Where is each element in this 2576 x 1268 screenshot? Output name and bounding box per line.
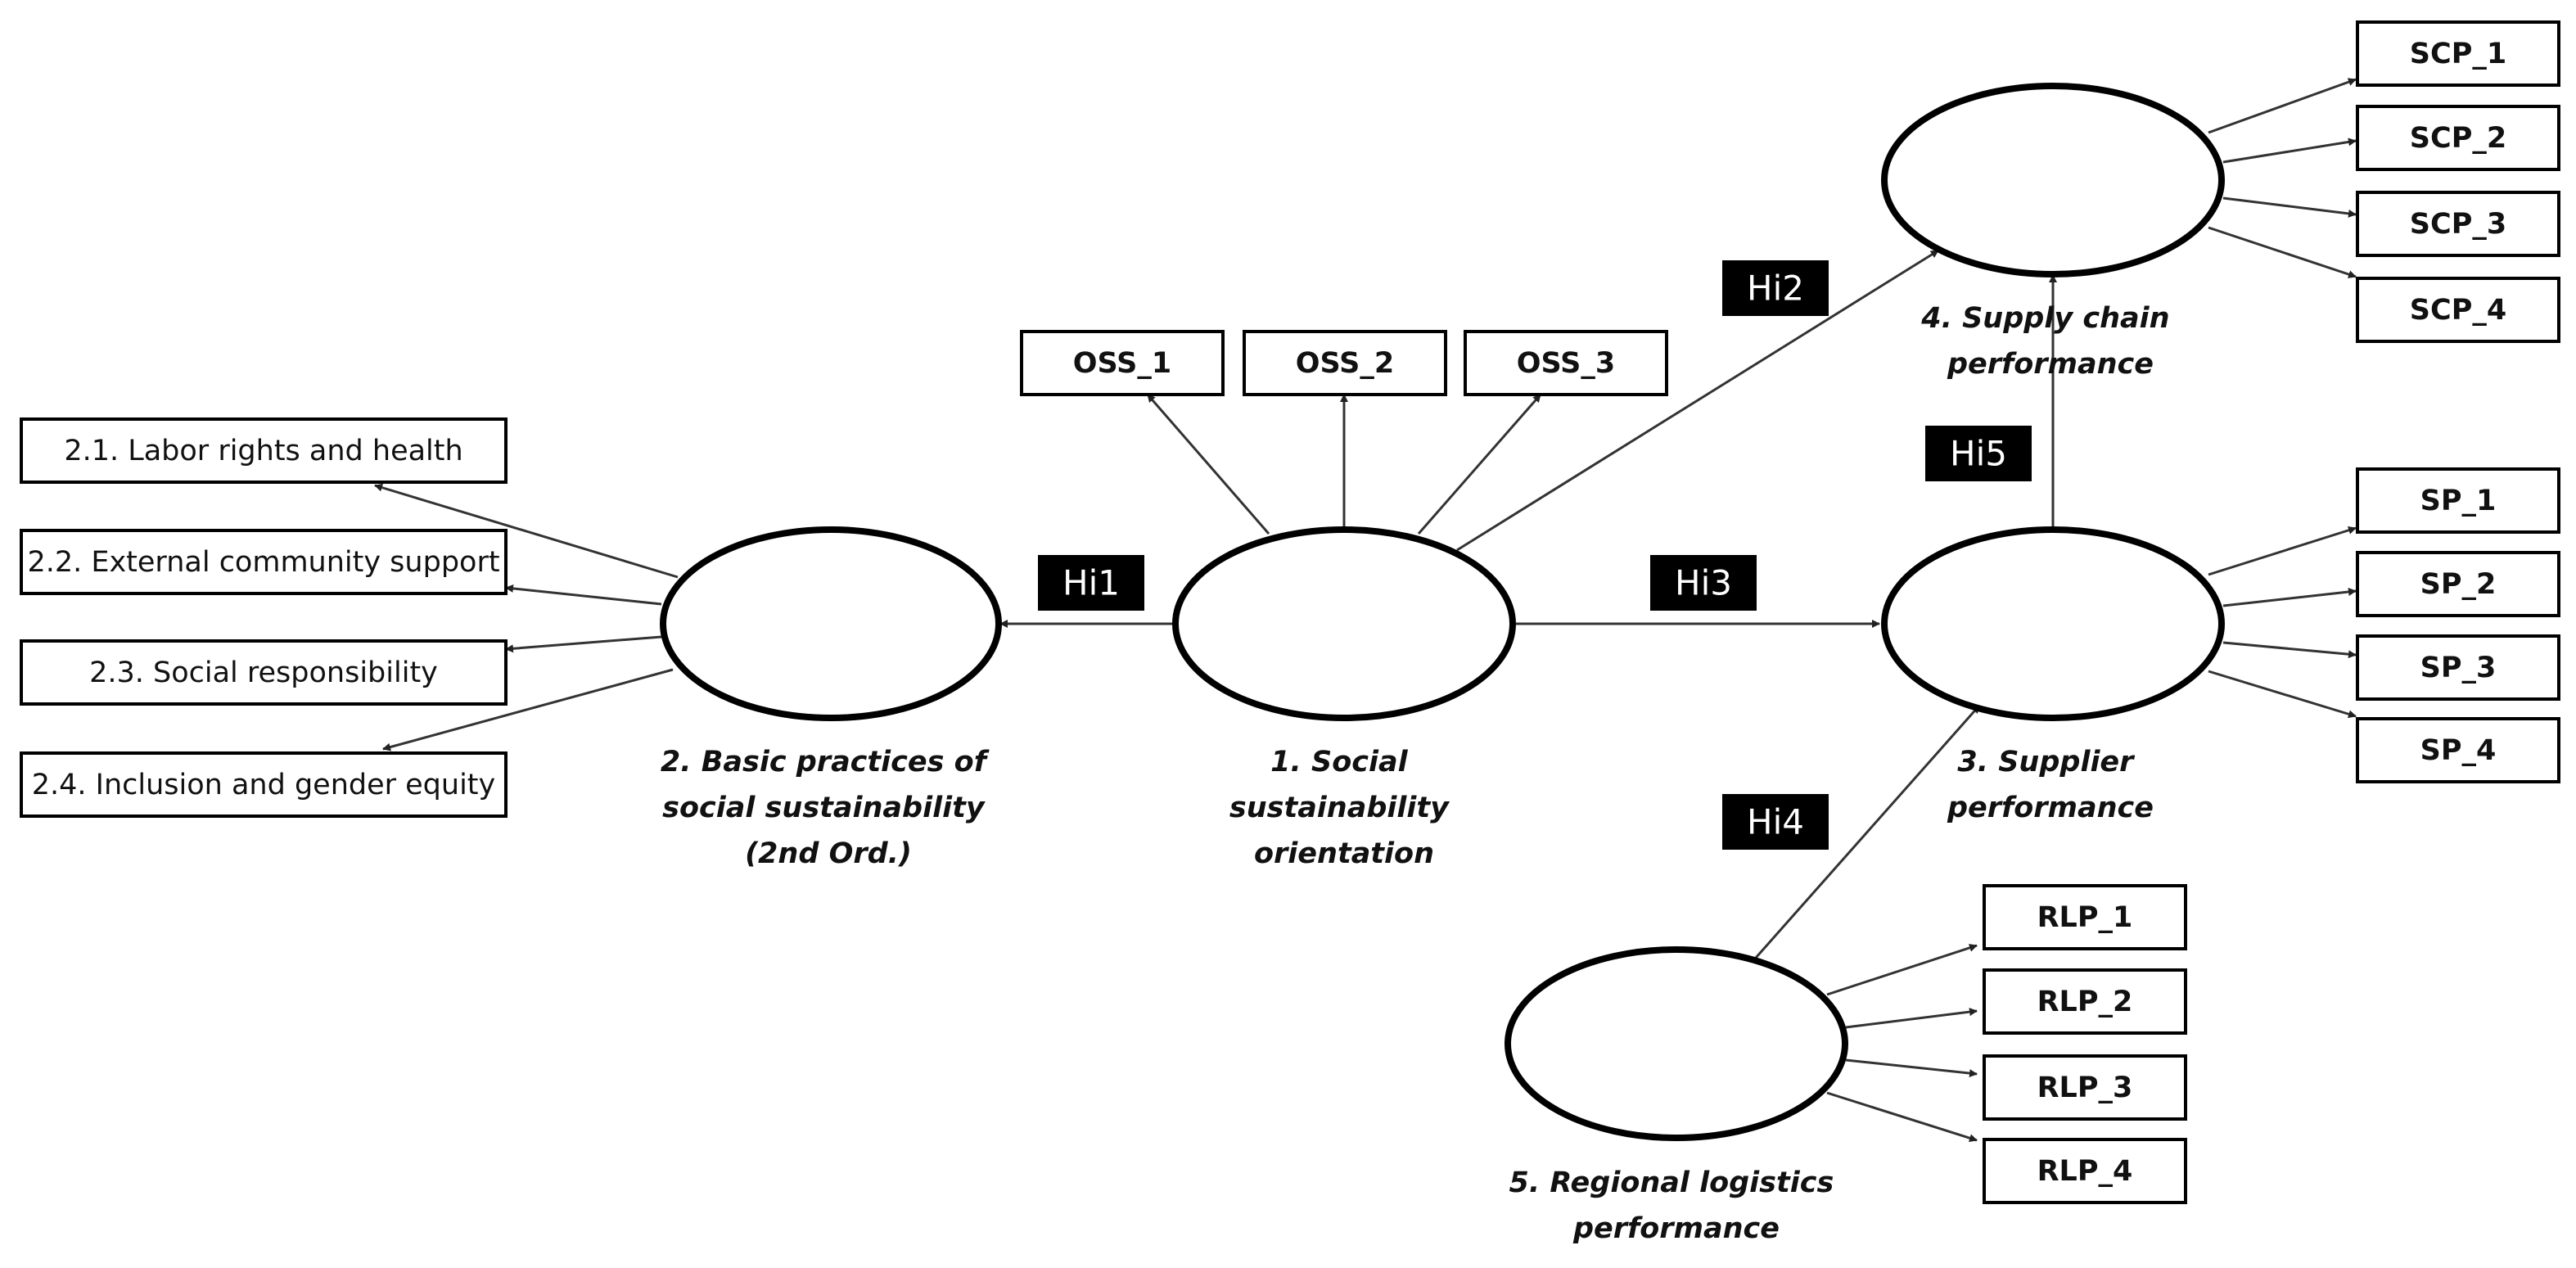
scp4-box [2356,277,2560,343]
arrow-c5-rlp4 [1826,1091,1978,1143]
construct-4-label: 4. Supply chain performance [1920,302,2179,381]
rlp3-box [1983,1054,2187,1121]
arrow-c2-ind1 [374,483,679,579]
sp4-box [2356,717,2560,783]
construct-3-ellipse [1881,526,2225,721]
bps2-box [20,529,508,595]
rlp2-box [1983,968,2187,1035]
path-hi4 [1754,705,1981,959]
bps1-label: 2.1. Labor rights and health [64,435,462,467]
arrow-c4-scp2 [2222,138,2357,164]
hypothesis-badges: Hi1 Hi2 Hi3 Hi4 Hi5 [1038,260,2032,850]
hypothesis-badge-hi4: Hi4 [1722,794,1829,850]
sp4-label: SP_4 [2420,734,2497,767]
rlp2-label: RLP_2 [2037,986,2133,1018]
scp2-box [2356,105,2560,171]
rlp1-box [1983,884,2187,950]
oss2-label: OSS_2 [1296,347,1394,380]
constructs [660,83,2225,1141]
connectors [374,78,2357,1143]
sp1-box [2356,467,2560,534]
indicator-labels: OSS_1 OSS_2 OSS_3 2.1. Labor rights and … [27,38,2506,1188]
scp1-label: SCP_1 [2410,38,2506,70]
arrow-c4-scp3 [2222,196,2357,218]
hypothesis-badge-hi3: Hi3 [1650,555,1757,611]
construct-1-label: 1. Social sustainability orientation [1229,746,1459,870]
arrow-c5-rlp1 [1826,944,1978,996]
hypothesis-badge-hi5: Hi5 [1925,426,2032,481]
scp2-label: SCP_2 [2410,122,2506,155]
scp3-label: SCP_3 [2410,208,2506,241]
scp1-box [2356,20,2560,87]
bps1-box [20,417,508,484]
construct-5-ellipse [1505,946,1848,1141]
arrow-c1-oss1 [1146,394,1270,535]
scp3-box [2356,191,2560,257]
arrow-c2-ind2 [505,584,662,606]
bps4-label: 2.4. Inclusion and gender equity [32,769,496,801]
sp1-label: SP_1 [2420,485,2497,517]
arrow-c5-rlp2 [1845,1008,1978,1029]
svg-text:Hi5: Hi5 [1950,434,2007,474]
bps3-label: 2.3. Social responsibility [89,657,438,689]
hypothesis-badge-hi2: Hi2 [1722,260,1829,316]
construct-labels: 1. Social sustainability orientation 2. … [661,302,2179,1245]
oss3-box [1464,330,1668,396]
sp2-label: SP_2 [2420,568,2497,601]
hypothesis-badge-hi1: Hi1 [1038,555,1144,611]
bps4-box [20,751,508,818]
bps3-box [20,639,508,706]
sp3-box [2356,634,2560,701]
construct-5-label: 5. Regional logistics performance [1509,1166,1843,1245]
arrow-c3-sp1 [2208,526,2357,576]
arrow-c1-oss3 [1417,394,1542,535]
oss3-label: OSS_3 [1517,347,1615,380]
arrow-c4-scp4 [2208,226,2357,278]
sp2-box [2356,551,2560,617]
rlp3-label: RLP_3 [2037,1072,2133,1104]
construct-1-ellipse [1172,526,1516,721]
construct-2-ellipse [660,526,1002,721]
scp4-label: SCP_4 [2410,294,2506,327]
svg-text:Hi3: Hi3 [1675,563,1732,603]
rlp1-label: RLP_1 [2037,901,2133,934]
svg-text:Hi2: Hi2 [1747,268,1804,309]
oss2-box [1243,330,1447,396]
arrow-c4-scp1 [2208,78,2357,134]
arrow-c3-sp2 [2222,588,2357,607]
construct-2-label: 2. Basic practices of social sustainabil… [661,746,996,870]
arrow-c3-sp3 [2222,641,2357,659]
svg-text:Hi4: Hi4 [1747,802,1804,842]
path-hi2 [1456,249,1939,552]
arrow-c2-ind3 [505,635,662,653]
rlp4-box [1983,1138,2187,1204]
construct-4-ellipse [1881,83,2225,278]
arrow-c3-sp4 [2208,670,2357,719]
oss1-box [1020,330,1225,396]
svg-text:Hi1: Hi1 [1062,563,1120,603]
indicator-boxes [20,20,2560,1204]
rlp4-label: RLP_4 [2037,1155,2133,1188]
construct-3-label: 3. Supplier performance [1947,746,2154,824]
arrow-c2-ind4 [382,668,674,751]
sp3-label: SP_3 [2420,652,2497,684]
arrow-c5-rlp3 [1845,1058,1978,1078]
bps2-label: 2.2. External community support [27,546,499,579]
oss1-label: OSS_1 [1073,347,1171,380]
